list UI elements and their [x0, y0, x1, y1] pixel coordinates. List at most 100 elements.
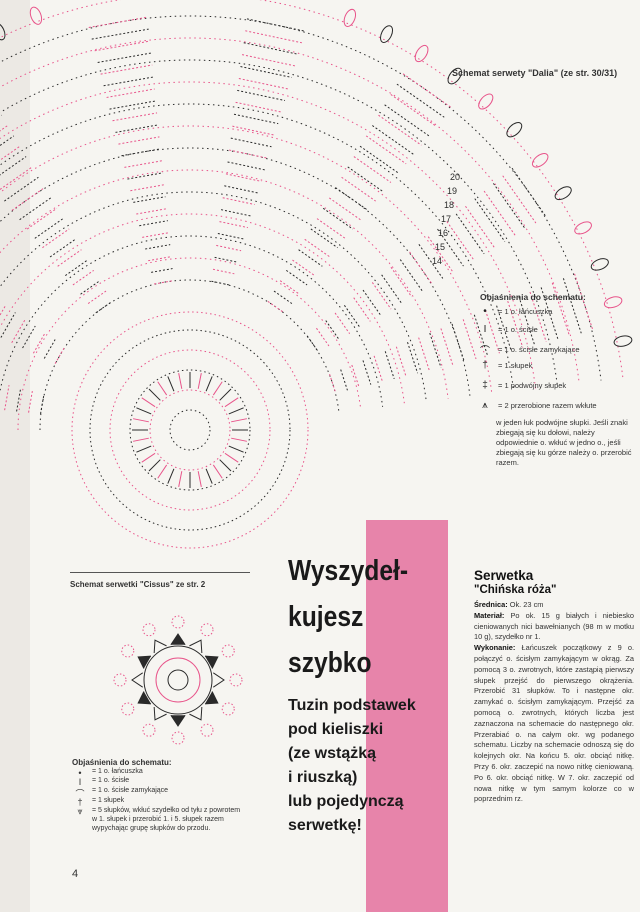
legend2-text: = 1 słupek	[92, 797, 125, 804]
stitch-column	[224, 185, 259, 194]
center-ring	[89, 329, 291, 531]
stitch-column	[372, 125, 415, 155]
chart-round-arc	[0, 191, 427, 402]
stitch-column	[540, 287, 559, 340]
cissus-picot	[171, 615, 185, 629]
stitch-column	[115, 124, 159, 133]
magazine-page	[30, 0, 640, 912]
cissus-crochet-chart	[113, 615, 243, 745]
stitch-column	[440, 328, 454, 365]
cissus-petal	[189, 706, 203, 721]
cissus-petal	[213, 672, 225, 688]
round-number: 16	[438, 228, 448, 238]
stitch-column	[130, 184, 165, 192]
center-stitch	[197, 373, 202, 389]
legend-text: = 1 słupek	[498, 361, 533, 370]
chart-round-arc	[0, 235, 384, 407]
stitch-column	[373, 355, 383, 382]
center-stitch	[197, 471, 202, 487]
legend2-item: †= 1 słupek	[72, 797, 124, 807]
stitch-column	[473, 314, 489, 357]
stitch-column	[304, 238, 331, 258]
stitch-column	[396, 83, 445, 118]
legend-item: ⩚= 2 przerobione razem wkłute	[476, 400, 596, 411]
stitch-column	[49, 238, 76, 258]
stitch-column	[151, 268, 173, 273]
stitch-column	[484, 310, 500, 354]
stitch-column	[0, 125, 8, 132]
cissus-petal	[153, 706, 167, 721]
stitch-column	[353, 297, 371, 322]
cissus-picot	[221, 702, 235, 716]
cissus-petal	[153, 639, 167, 654]
stitch-column	[562, 278, 582, 334]
stitch-column	[148, 256, 172, 262]
stitch-column	[32, 332, 46, 354]
page-number: 4	[72, 868, 79, 880]
chart-round-arc	[0, 15, 602, 381]
stitch-column	[87, 290, 107, 304]
stitch-column	[124, 160, 162, 168]
stitch-column	[362, 289, 382, 316]
stitch-column	[502, 175, 537, 224]
stitch-column	[142, 232, 170, 238]
stitch-column	[34, 218, 64, 239]
center-stitch	[157, 464, 168, 479]
stitch-column	[16, 388, 22, 412]
center-stitch	[133, 437, 149, 442]
border-loop	[590, 258, 609, 271]
bar-icon: I	[483, 324, 487, 335]
stitch-column	[381, 274, 402, 304]
stitch-column	[409, 251, 433, 285]
stitch-column	[399, 259, 423, 291]
stitch-column	[40, 394, 45, 414]
stitch-column	[225, 173, 262, 182]
legend-text: = 1 podwójny słupek	[498, 381, 567, 390]
legend-title: Objaśnienia do schematu:	[480, 292, 586, 302]
border-loop	[0, 22, 6, 41]
stitch-column	[22, 325, 36, 349]
stitch-column	[474, 198, 506, 242]
chart-round-arc	[17, 257, 362, 431]
stitch-column	[57, 249, 82, 267]
legend-item: ⌒= 1 o. ścisłe zamykające	[476, 342, 580, 357]
center-ring	[149, 389, 231, 471]
stitch-column	[483, 190, 516, 236]
stitch-column	[0, 312, 16, 338]
chart-round-arc	[0, 213, 405, 405]
stitch-column	[229, 149, 269, 159]
stitch-column	[359, 145, 399, 174]
stitch-column	[378, 114, 422, 146]
stitch-column	[329, 373, 337, 394]
legend2-text: = 1 o. ścisłe zamykające	[92, 787, 169, 794]
stitch-column	[316, 327, 330, 347]
stitch-column	[28, 391, 33, 413]
cissus-picot	[171, 731, 185, 745]
chart-round-arc	[0, 147, 471, 397]
legend2-item: •= 1 o. łańcuszka	[72, 768, 143, 778]
stitch-column	[72, 269, 95, 286]
cluster-icon: ⩚	[482, 400, 488, 411]
stitch-column	[241, 54, 296, 67]
center-stitch	[224, 452, 239, 463]
border-loop	[603, 296, 623, 309]
stitch-column	[365, 135, 407, 165]
legend-text: = 1 o. łańcuszka	[498, 307, 553, 316]
stitch-column	[340, 369, 348, 391]
legend2-text: = 1 o. łańcuszka	[92, 768, 143, 775]
stitch-column	[341, 176, 376, 202]
stitch-column	[347, 166, 384, 193]
stitch-column	[465, 205, 495, 248]
stitch-column	[219, 221, 248, 229]
legend2-item: I= 1 o. ścisłe	[72, 777, 129, 787]
stitch-column	[233, 113, 279, 125]
stitch-column	[418, 337, 430, 371]
center-stitch	[205, 468, 213, 484]
border-loop	[554, 186, 572, 201]
legend2-text: = 5 słupków, wkłuć szydełko od tyłu z po…	[92, 807, 241, 832]
cissus-petal	[204, 691, 219, 705]
center-stitch	[136, 445, 152, 453]
cissus-petal	[204, 655, 219, 669]
stitch-column	[267, 300, 285, 314]
cissus-picot	[142, 623, 156, 637]
